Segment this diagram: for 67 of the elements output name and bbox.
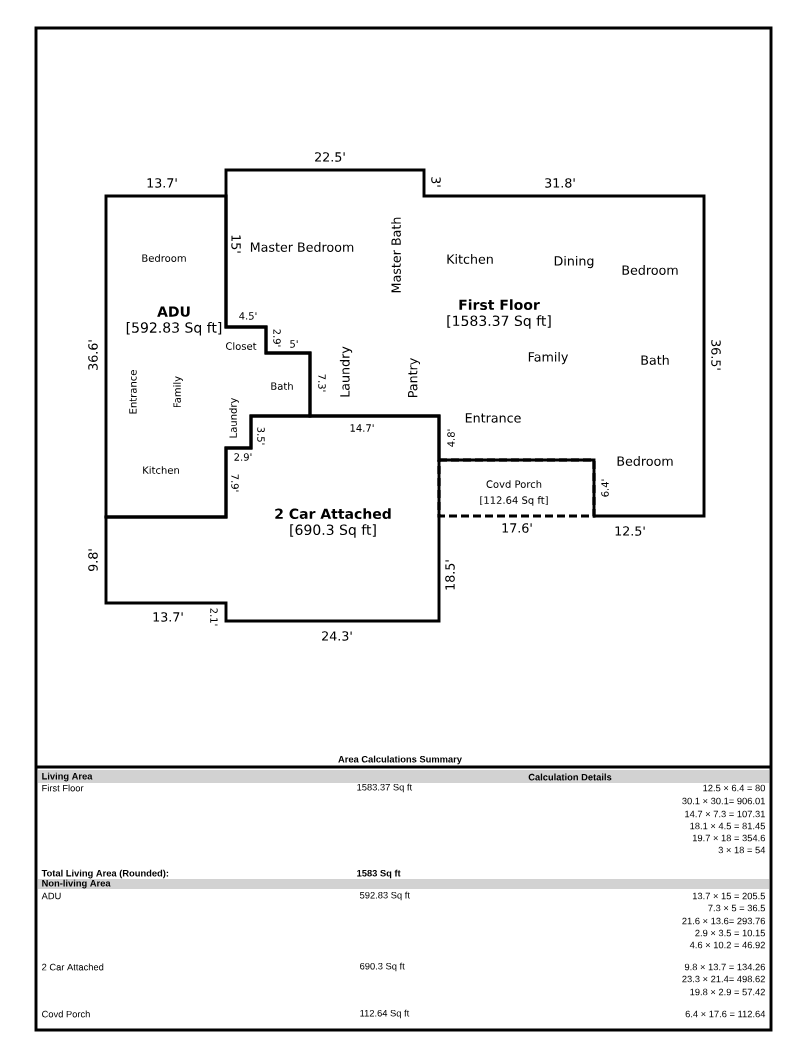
table-cell: 112.64 Sq ft (360, 1009, 410, 1019)
dimension-label: 2.1' (210, 608, 218, 626)
table-cell: 18.1 × 4.5 = 81.45 (690, 822, 765, 830)
table-cell: First Floor (42, 784, 84, 792)
table-heading: Non-living Area (42, 879, 111, 889)
table-cell: 2 Car Attached (42, 963, 104, 971)
table-heading: 1583 Sq ft (357, 869, 401, 879)
dimension-label: 7.9' (231, 474, 239, 492)
room-label: Laundry (339, 346, 353, 397)
table-cell: 1583.37 Sq ft (357, 783, 413, 793)
dimension-label: 5' (290, 340, 298, 348)
table-heading: Calculation Details (528, 773, 612, 781)
table-cell: 19.8 × 2.9 = 57.42 (690, 988, 765, 996)
dimension-label: 12.5' (615, 526, 645, 536)
dimension-label: 2.9' (234, 453, 252, 461)
table-cell: 23.3 × 21.4= 498.62 (682, 975, 765, 983)
room-label: Family (528, 351, 569, 365)
table-cell: 690.3 Sq ft (360, 962, 405, 972)
table-cell: 13.7 × 15 = 205.5 (692, 892, 765, 900)
room-label: Kitchen (447, 254, 493, 264)
room-label: Entrance (465, 413, 521, 423)
dimension-label: 13.7' (153, 612, 183, 622)
room-label: Bedroom (142, 254, 186, 262)
room-label: Pantry (408, 358, 420, 398)
dimension-label: 3' (431, 177, 441, 187)
table-cell: 6.4 × 17.6 = 112.64 (685, 1010, 766, 1018)
table-cell: 7.3 × 5 = 36.5 (708, 904, 765, 912)
table-cell: 4.6 × 10.2 = 46.92 (689, 941, 765, 949)
table-heading: Total Living Area (Rounded): (41, 869, 169, 879)
room-label: Closet (226, 342, 257, 350)
table-cell: 2.9 × 3.5 = 10.15 (695, 929, 765, 937)
table-cell: 592.83 Sq ft (360, 891, 410, 901)
dimension-label: 4.5' (239, 312, 257, 320)
room-label: Master Bedroom (250, 242, 354, 252)
dimension-label: 17.6' (502, 523, 532, 533)
dimension-label: 4.8' (447, 429, 455, 447)
table-cell: ADU (41, 892, 61, 900)
table-cell: 3 × 18 = 54 (718, 846, 766, 854)
room-label: Bedroom (622, 265, 678, 275)
room-label: Dining (554, 255, 594, 269)
table-heading: Area Calculations Summary (338, 755, 462, 765)
room-label: Entrance (129, 370, 137, 414)
dimension-label: 15' (231, 235, 241, 253)
table-cell: 12.5 × 6.4 = 80 (703, 784, 766, 792)
dimension-label: 14.7' (350, 424, 374, 432)
table-cell: 21.6 × 13.6= 293.76 (682, 917, 765, 925)
room-label: Bath (641, 355, 669, 365)
dimension-label: 6.4' (601, 479, 609, 497)
table-cell: 19.7 × 18 = 354.6 (692, 834, 765, 842)
dimension-label: 9.8' (88, 549, 98, 572)
room-label: Master Bath (391, 217, 401, 293)
room-label: Laundry (229, 397, 239, 438)
table-heading: Living Area (42, 772, 93, 782)
dimension-label: 22.5' (315, 152, 345, 162)
table-cell: 30.1 × 30.1= 906.01 (682, 797, 765, 805)
dimension-label: 2.9' (273, 329, 281, 347)
room-label: Bath (271, 382, 293, 390)
dimension-label: 31.8' (545, 178, 575, 188)
room-label: Kitchen (143, 466, 179, 474)
table-cell: Covd Porch (42, 1010, 90, 1018)
dimension-label: 7.3' (318, 374, 326, 392)
table-cell: 14.7 × 7.3 = 107.31 (685, 810, 765, 818)
area-outline: Covd Porch [112.64 Sq ft] (437, 458, 596, 518)
room-label: Bedroom (617, 456, 673, 466)
table-cell: 9.8 × 13.7 = 134.26 (684, 963, 765, 971)
room-label: Family (173, 376, 183, 408)
dimension-label: 3.5' (257, 427, 265, 445)
